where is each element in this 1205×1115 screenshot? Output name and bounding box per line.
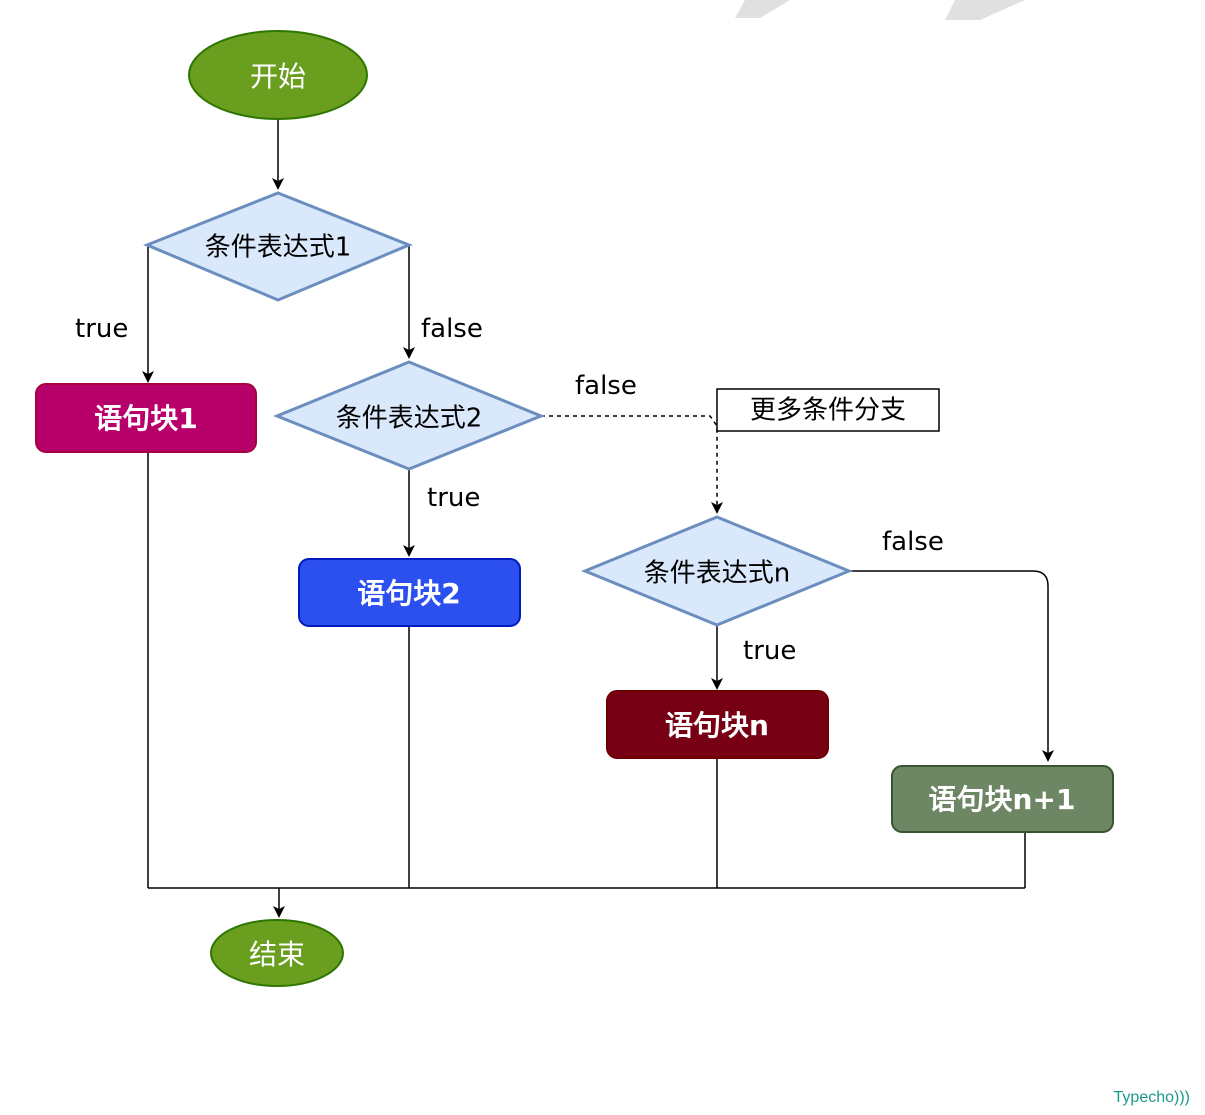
condition-n: 条件表达式n (581, 515, 853, 627)
block-n: 语句块n (606, 690, 829, 759)
block-2: 语句块2 (298, 558, 521, 627)
block-n-plus-1-label: 语句块n+1 (929, 783, 1076, 816)
label-condn-false: false (882, 527, 944, 557)
block-2-label: 语句块2 (357, 577, 460, 610)
condition-1-label: 条件表达式1 (205, 233, 352, 263)
more-branches-label: 更多条件分支 (750, 396, 906, 426)
label-cond2-false: false (575, 371, 637, 401)
label-cond1-true: true (75, 314, 128, 344)
start-label: 开始 (250, 60, 306, 93)
start-node: 开始 (188, 30, 368, 120)
top-decoration (735, 0, 1025, 20)
block-n-label: 语句块n (665, 709, 769, 742)
block-n-plus-1: 语句块n+1 (891, 765, 1114, 833)
label-cond1-false: false (421, 314, 483, 344)
block-1-label: 语句块1 (94, 402, 197, 435)
end-label: 结束 (249, 938, 305, 971)
more-branches-note: 更多条件分支 (716, 388, 940, 432)
condition-2: 条件表达式2 (273, 360, 545, 471)
block-1: 语句块1 (35, 383, 257, 453)
edge-labels: true false false true false true (75, 314, 944, 666)
condition-2-label: 条件表达式2 (336, 404, 483, 434)
edge-cond2-false (541, 415, 723, 514)
label-cond2-true: true (427, 483, 480, 513)
label-condn-true: true (743, 636, 796, 666)
condition-1: 条件表达式1 (143, 191, 413, 302)
edge-condn-false (849, 570, 1054, 762)
condition-n-label: 条件表达式n (644, 559, 790, 589)
watermark: Typecho))) (1114, 1089, 1190, 1106)
edges (142, 120, 1054, 918)
end-node: 结束 (210, 919, 344, 987)
